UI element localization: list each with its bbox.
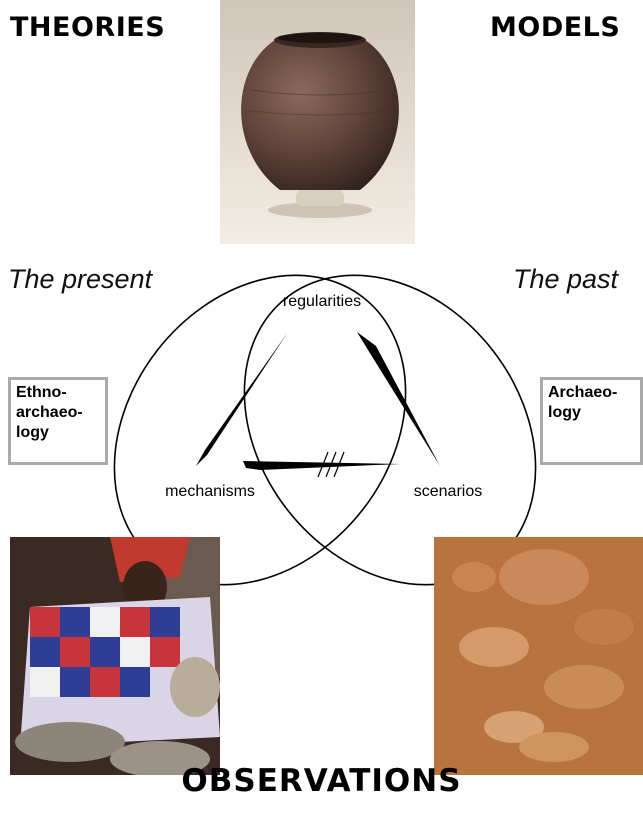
observations-label: OBSERVATIONS — [0, 763, 643, 799]
regularities-label: regularities — [283, 293, 361, 310]
scenarios-label: scenarios — [414, 483, 482, 500]
arrow-regularities-scenarios — [357, 332, 440, 466]
mechanisms-label: mechanisms — [165, 483, 255, 500]
potter-photo — [10, 537, 220, 775]
arrow-regularities-mechanisms — [196, 332, 288, 466]
sherds-photo — [434, 537, 643, 775]
